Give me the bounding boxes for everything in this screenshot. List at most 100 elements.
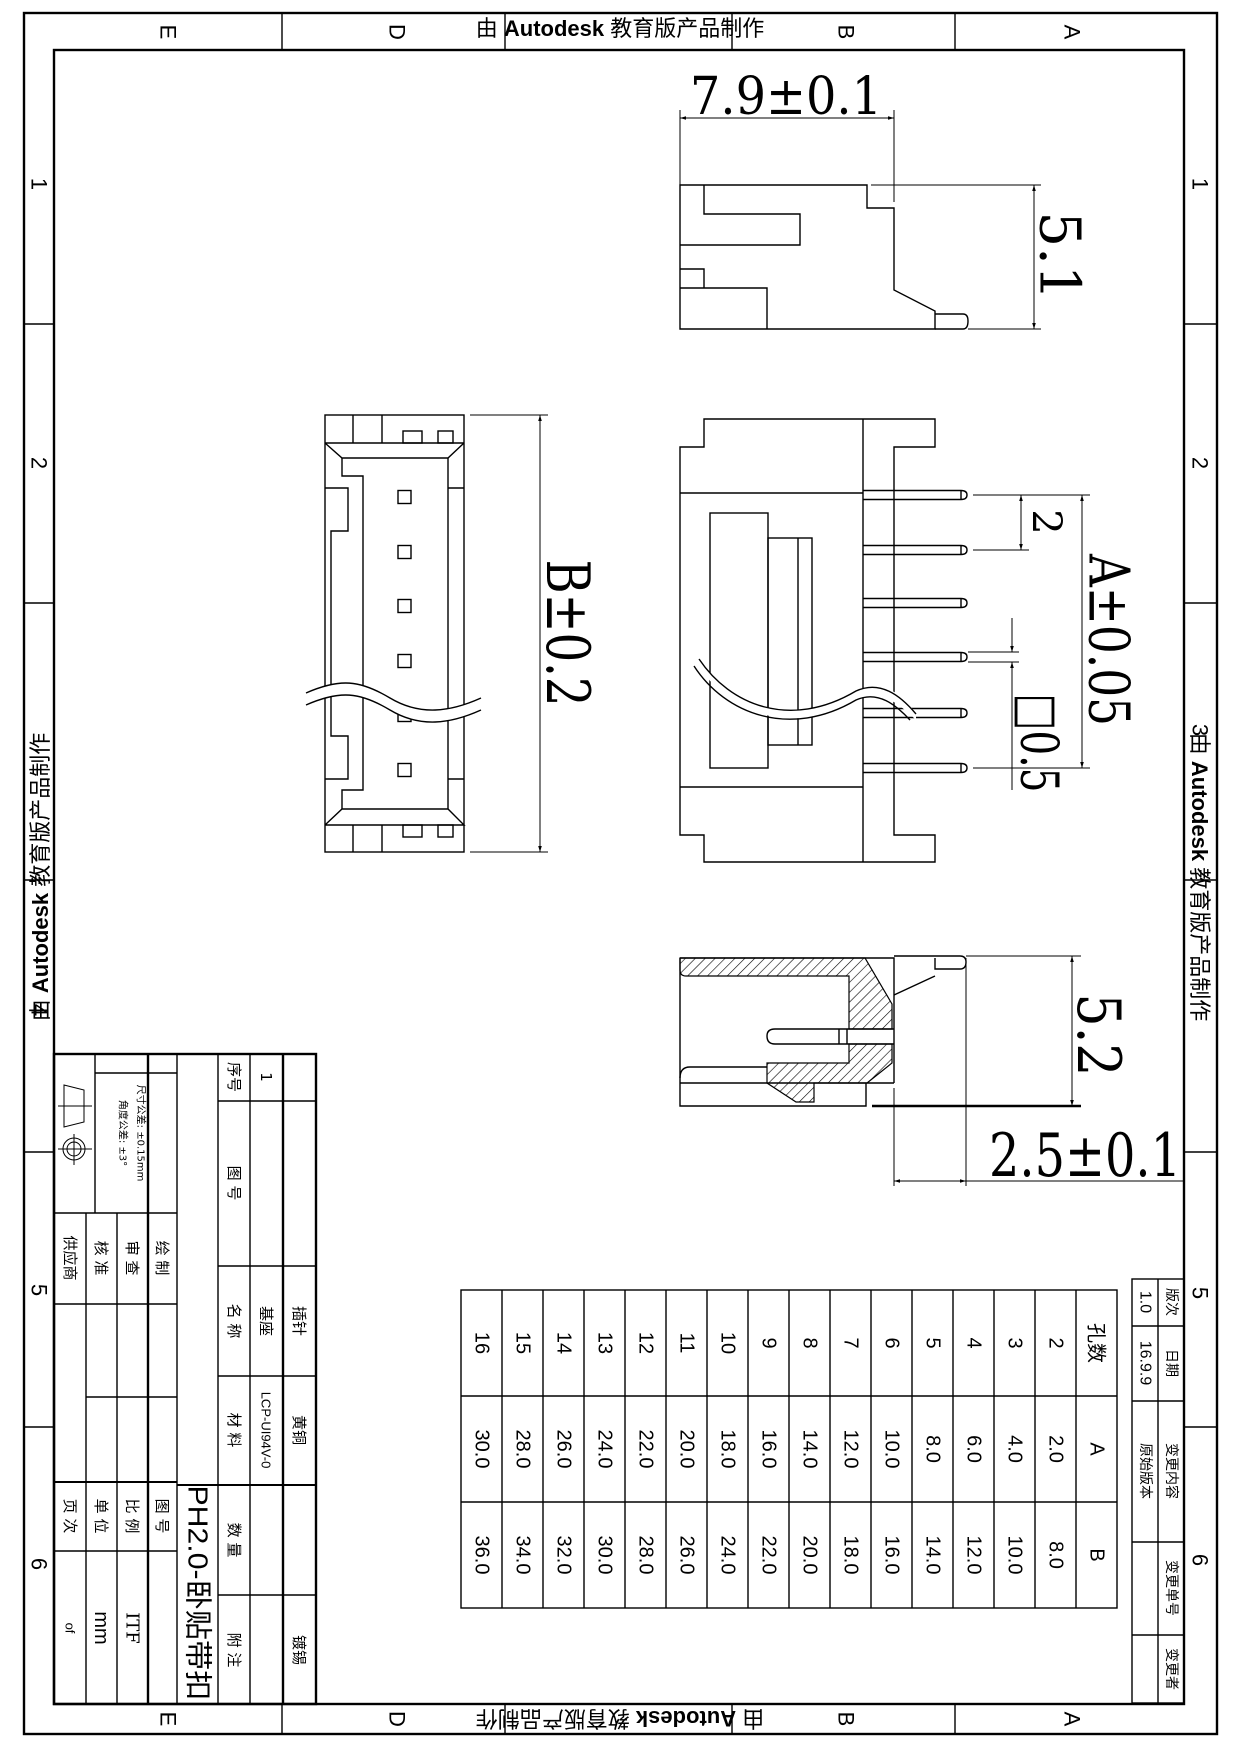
label-drawn: 绘 制 <box>153 1241 171 1276</box>
table-cell: 18.0 <box>717 1430 739 1469</box>
watermarks: 由 Autodesk 教育版产品制作 由 Autodesk 教育版产品制作 由 … <box>28 16 1212 1731</box>
pin <box>863 651 968 663</box>
table-cell: 22.0 <box>635 1430 657 1469</box>
table-cell: 26.0 <box>676 1536 698 1575</box>
label-drawing-no: 图 号 <box>153 1499 171 1534</box>
table-cell: 36.0 <box>471 1536 493 1575</box>
top-view: B±0.2 <box>305 414 602 853</box>
revision-table: 版次 日期 变更内容 变更单号 变更者 1.0 16.9.9 原始版本 <box>1131 1278 1185 1704</box>
revision-content: 原始版本 <box>1137 1443 1153 1499</box>
watermark-top: 由 Autodesk 教育版产品制作 <box>476 16 765 41</box>
label-page: 页 次 <box>61 1499 79 1534</box>
dimension-side-height-label: 5.1 <box>1027 211 1092 300</box>
side-view: 7.9±0.1 5.1 <box>679 67 1092 330</box>
zone-dividers <box>24 13 1217 1734</box>
table-cell: 26.0 <box>553 1430 575 1469</box>
table-cell: 14 <box>553 1332 575 1354</box>
bom-header-quantity: 数 量 <box>225 1523 243 1558</box>
bom-row1-name: 基座 <box>257 1306 275 1336</box>
zone-row-1-right: 1 <box>1188 178 1213 190</box>
table-cell: 3 <box>1004 1337 1026 1348</box>
dimension-side-width <box>679 110 895 202</box>
dimension-pitch <box>973 494 1090 551</box>
pin <box>863 762 968 774</box>
table-cell: 10.0 <box>1004 1536 1026 1575</box>
table-cell: 20.0 <box>676 1430 698 1469</box>
table-header-cell: 孔数 <box>1085 1323 1109 1363</box>
table-cell: 5 <box>922 1337 944 1348</box>
bom-row1-material: LCP-UI94V-0 <box>259 1392 274 1469</box>
table-cell: 13 <box>594 1332 616 1354</box>
watermark-left: 由 Autodesk 教育版产品制作 <box>28 733 53 1022</box>
zone-col-d-bottom: D <box>385 1711 410 1727</box>
front-view: 2 A±0.05 □0.5 <box>679 418 1141 863</box>
bom-row1-index: 1 <box>257 1072 275 1082</box>
pin-count-table: 孔数AB22.08.034.010.046.012.058.014.0610.0… <box>460 1289 1118 1609</box>
label-supplier: 供应商 <box>61 1235 79 1280</box>
dimension-pin-size <box>968 618 1019 790</box>
table-cell: 15 <box>512 1332 534 1354</box>
table-cell: 20.0 <box>799 1536 821 1575</box>
table-cell: 24.0 <box>594 1430 616 1469</box>
zone-row-5-left: 5 <box>27 1284 52 1296</box>
pin-square <box>397 762 412 778</box>
zone-row-6-left: 6 <box>27 1558 52 1570</box>
table-cell: 10 <box>717 1332 739 1354</box>
table-cell: 16.0 <box>881 1536 903 1575</box>
zone-row-4-left: 4 <box>27 1004 52 1016</box>
dimension-side-width-label: 7.9±0.1 <box>690 67 882 127</box>
table-header-cell: B <box>1086 1548 1108 1561</box>
bom-row2-material: 黄铜 <box>290 1415 308 1445</box>
watermark-right: 由 Autodesk 教育版产品制作 <box>1187 733 1212 1022</box>
outer-border <box>22 11 1219 1736</box>
table-cell: 8.0 <box>1045 1541 1067 1569</box>
projection-symbol-icon <box>58 1084 92 1165</box>
bom-row2-note: 镀锡 <box>290 1635 308 1665</box>
table-cell: 12.0 <box>840 1430 862 1469</box>
revision-header-content: 变更内容 <box>1163 1443 1180 1499</box>
value-unit: mm <box>90 1611 112 1644</box>
pin <box>863 597 968 609</box>
dimension-section-height-label: 5.2 <box>1063 994 1133 1077</box>
table-cell: 9 <box>758 1337 780 1348</box>
zone-col-b-top: B <box>834 25 859 40</box>
pin-square <box>397 598 412 614</box>
table-cell: 2 <box>1045 1337 1067 1348</box>
dimension-pin-span-label: A±0.05 <box>1076 553 1141 726</box>
bom-header-note: 附 注 <box>225 1633 243 1668</box>
table-cell: 10.0 <box>881 1430 903 1469</box>
table-cell: 12 <box>635 1332 657 1354</box>
table-cell: 30.0 <box>471 1430 493 1469</box>
zone-col-a-top: A <box>1060 25 1085 40</box>
dimension-pin-span <box>973 495 1090 769</box>
value-page: of <box>63 1623 78 1634</box>
tolerance-linear: 尺寸公差: ±0.15mm <box>135 1085 148 1182</box>
title-block: 尺寸公差: ±0.15mm 角度公差: ±3° 序号 图 号 名 称 材 料 数… <box>52 1052 318 1706</box>
table-cell: 28.0 <box>635 1536 657 1575</box>
table-cell: 22.0 <box>758 1536 780 1575</box>
dimension-pin-size-label: □0.5 <box>1008 694 1068 793</box>
table-cell: 32.0 <box>553 1536 575 1575</box>
drawing-title: PH2.0-卧贴带扣 <box>183 1486 214 1701</box>
table-cell: 4 <box>963 1337 985 1348</box>
table-cell: 18.0 <box>840 1536 862 1575</box>
dimension-section-height <box>872 955 1081 1108</box>
label-unit: 单 位 <box>92 1499 110 1534</box>
dimension-pin-offset-label: 2.5±0.1 <box>989 1121 1181 1191</box>
table-cell: 4.0 <box>1004 1435 1026 1463</box>
revision-header-date: 日期 <box>1163 1349 1179 1377</box>
table-cell: 12.0 <box>963 1536 985 1575</box>
revision-header-version: 版次 <box>1163 1288 1179 1316</box>
zone-row-1-left: 1 <box>27 178 52 190</box>
label-scale: 比 例 <box>123 1499 141 1534</box>
zone-row-2-right: 2 <box>1188 457 1213 469</box>
bom-row2-name: 插针 <box>290 1306 308 1336</box>
table-cell: 28.0 <box>512 1430 534 1469</box>
bom-header-index: 序号 <box>225 1062 243 1092</box>
label-checked: 审 查 <box>123 1241 141 1276</box>
pin <box>863 707 968 719</box>
front-pins <box>863 489 968 774</box>
value-scale: ITF <box>122 1612 143 1644</box>
table-cell: 7 <box>840 1337 862 1348</box>
